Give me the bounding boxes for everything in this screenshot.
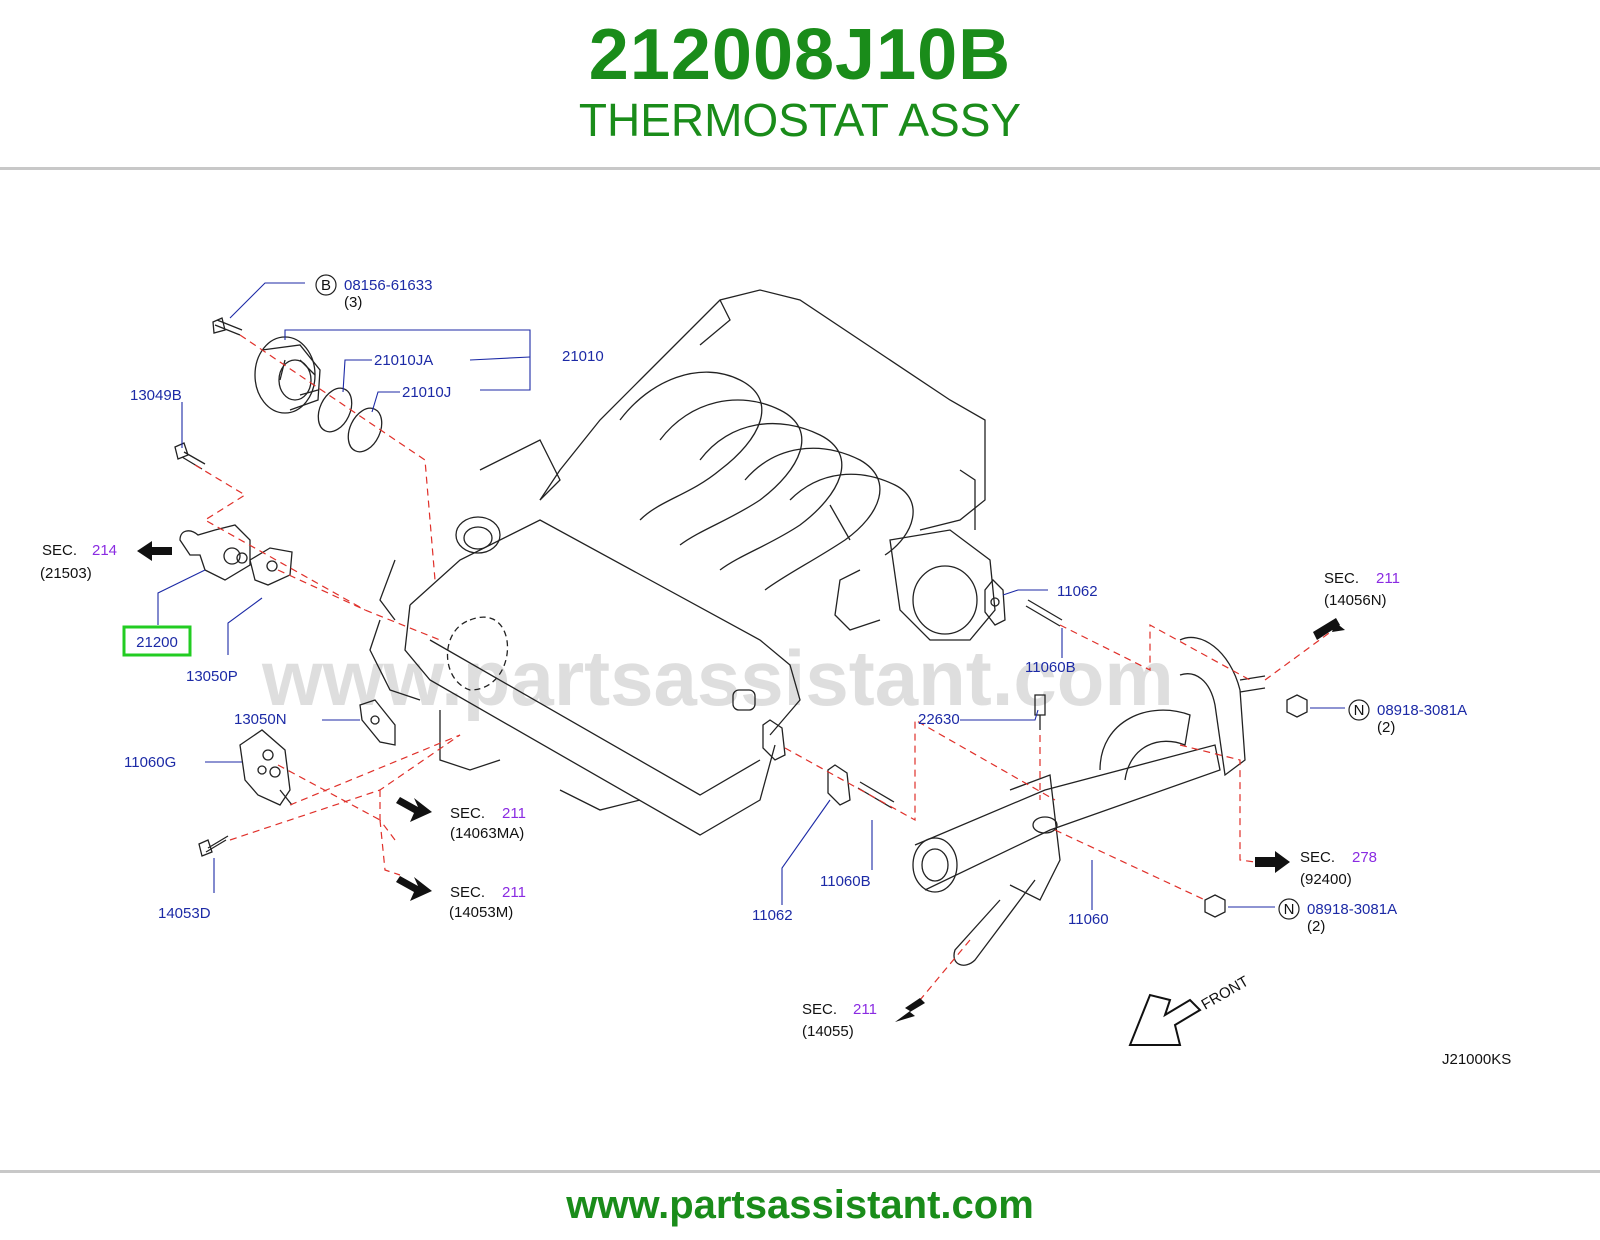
sec-number[interactable]: 211 xyxy=(502,884,526,901)
sec-ref: (92400) xyxy=(1300,871,1352,888)
part-label-22630[interactable]: 22630 xyxy=(918,711,960,728)
sec-278-ref[interactable]: SEC. 278 (92400) xyxy=(1300,849,1377,888)
sec-prefix: SEC. xyxy=(1324,570,1359,587)
symbol-n-circle xyxy=(1278,898,1300,920)
part-label-11060b-top[interactable]: 11060B xyxy=(1025,659,1076,676)
sec-211-14056n-ref[interactable]: SEC. 211 (14056N) xyxy=(1324,570,1400,609)
housing-11060g-drawing xyxy=(239,729,293,806)
gasket-11062-bottom-drawing xyxy=(762,719,851,806)
arrow-down-right-icon xyxy=(396,797,432,822)
engine-illustration xyxy=(369,289,996,836)
sec-211-14055-ref[interactable]: SEC. 211 (14055) xyxy=(802,1001,877,1040)
part-label-08918-3081a[interactable]: 08918-3081A xyxy=(1307,901,1397,918)
qty-label: (2) xyxy=(1307,918,1325,935)
part-label-13050n[interactable]: 13050N xyxy=(234,711,287,728)
water-pump-drawing xyxy=(254,336,321,414)
footer-url[interactable]: www.partsassistant.com xyxy=(566,1183,1034,1227)
arrow-left-icon xyxy=(137,541,172,561)
sec-prefix: SEC. xyxy=(1300,849,1335,866)
sec-prefix: SEC. xyxy=(450,805,485,822)
symbol-b: B xyxy=(321,277,331,294)
qty-label: (2) xyxy=(1377,719,1395,736)
leader-lines xyxy=(157,282,1345,910)
highlight-box xyxy=(122,625,192,657)
sec-ref: (14053M) xyxy=(449,904,513,921)
bolt-14053d-drawing xyxy=(198,835,229,857)
arrow-right-icon xyxy=(1255,851,1290,873)
part-label-11062-top[interactable]: 11062 xyxy=(1057,583,1098,600)
thermostat-housing-drawing xyxy=(179,524,293,586)
gasket-13050n-drawing xyxy=(359,699,396,746)
symbol-b-circle xyxy=(315,274,337,296)
nut-bottom-drawing xyxy=(1204,894,1226,918)
sec-number[interactable]: 214 xyxy=(92,542,117,559)
sec-number[interactable]: 211 xyxy=(853,1001,877,1018)
watermark: www.partsassistant.com xyxy=(261,634,1174,722)
symbol-n: N xyxy=(1284,901,1295,918)
sec-number[interactable]: 278 xyxy=(1352,849,1377,866)
sec-214-ref[interactable]: SEC. 214 (21503) xyxy=(40,542,117,582)
bolt-13049b-drawing xyxy=(174,442,206,470)
alignment-lines xyxy=(194,334,1341,1001)
part-label-14053d[interactable]: 14053D xyxy=(158,905,211,922)
sec-prefix: SEC. xyxy=(802,1001,837,1018)
part-label-11060[interactable]: 11060 xyxy=(1068,911,1109,928)
sensor-22630-drawing xyxy=(1034,694,1046,730)
symbol-n-circle xyxy=(1348,699,1370,721)
part-label-11060g[interactable]: 11060G xyxy=(124,754,176,771)
header-divider xyxy=(0,167,1600,170)
sec-prefix: SEC. xyxy=(450,884,485,901)
diagram-code: J21000KS xyxy=(1442,1051,1511,1068)
diagram-svg: www.partsassistant.com xyxy=(40,274,1511,1068)
sec-prefix: SEC. xyxy=(42,542,77,559)
sec-211-14053m-ref[interactable]: SEC. 211 (14053M) xyxy=(449,884,526,921)
arrow-down-left-icon xyxy=(895,998,925,1022)
sec-ref: (14063MA) xyxy=(450,825,524,842)
callout-nut-n-bottom[interactable]: N 08918-3081A (2) xyxy=(1278,898,1397,935)
part-label-21200-highlighted[interactable]: 21200 xyxy=(122,625,192,657)
footer-divider xyxy=(0,1170,1600,1173)
o-rings-drawing xyxy=(317,387,383,453)
bolt-08156-drawing xyxy=(212,317,243,336)
part-label-21010[interactable]: 21010 xyxy=(562,348,604,365)
callout-nut-n-top[interactable]: N 08918-3081A (2) xyxy=(1348,699,1467,736)
part-label-11062-bottom[interactable]: 11062 xyxy=(752,907,793,924)
part-label-13049b[interactable]: 13049B xyxy=(130,387,182,404)
gasket-11062-top-drawing xyxy=(984,579,1006,626)
parts-diagram: www.partsassistant.com xyxy=(0,255,1600,1095)
stud-11060b-top-drawing xyxy=(1025,599,1063,627)
arrow-up-right-icon xyxy=(1313,618,1345,640)
water-outlet-11060-drawing xyxy=(912,636,1266,966)
part-label-11060b-bottom[interactable]: 11060B xyxy=(820,873,871,890)
sec-number[interactable]: 211 xyxy=(1376,570,1400,587)
arrow-down-right-icon xyxy=(396,876,432,901)
section-arrows xyxy=(137,541,1345,1046)
front-arrow-icon xyxy=(1128,993,1202,1046)
nut-top-drawing xyxy=(1286,694,1308,718)
front-label: FRONT xyxy=(1199,973,1252,1014)
sec-ref: (14056N) xyxy=(1324,592,1387,609)
stud-11060b-bottom-drawing xyxy=(857,781,895,809)
symbol-n: N xyxy=(1354,702,1365,719)
part-number: 212008J10B xyxy=(588,15,1012,95)
part-label-13050p[interactable]: 13050P xyxy=(186,668,238,685)
part-label-21010ja[interactable]: 21010JA xyxy=(374,352,433,369)
header: 212008J10B THERMOSTAT ASSY xyxy=(0,0,1600,168)
part-label-21010j[interactable]: 21010J xyxy=(402,384,451,401)
sec-211-14063ma-ref[interactable]: SEC. 211 (14063MA) xyxy=(450,805,526,842)
sec-ref: (14055) xyxy=(802,1023,854,1040)
part-label-21200[interactable]: 21200 xyxy=(136,634,178,651)
part-title: THERMOSTAT ASSY xyxy=(578,94,1022,146)
sec-number[interactable]: 211 xyxy=(502,805,526,822)
callout-bolt-08156[interactable]: B 08156-61633 (3) xyxy=(315,274,432,311)
qty-label: (3) xyxy=(344,294,362,311)
part-label-08156-61633[interactable]: 08156-61633 xyxy=(344,277,432,294)
part-label-08918-3081a[interactable]: 08918-3081A xyxy=(1377,702,1467,719)
sec-ref: (21503) xyxy=(40,565,92,582)
